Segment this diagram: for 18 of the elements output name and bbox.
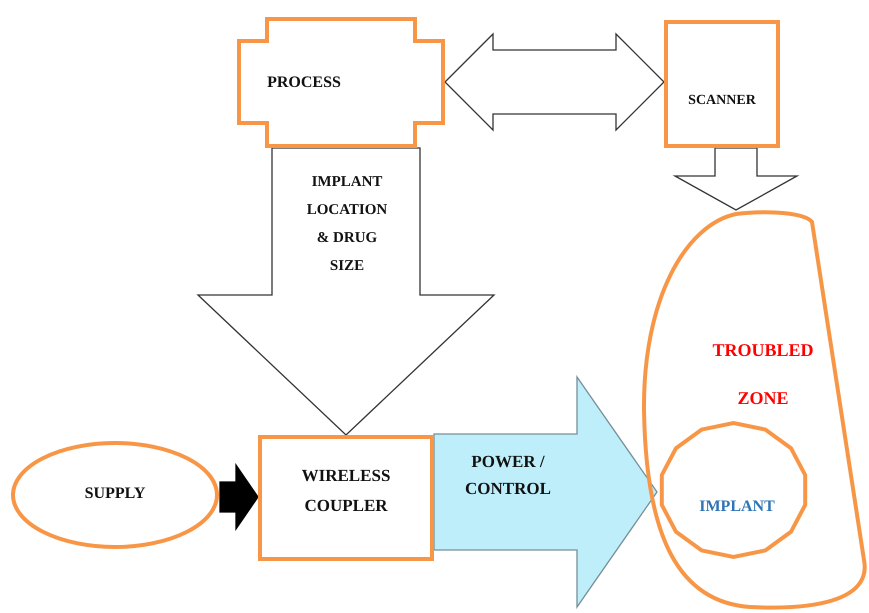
block-arrow bbox=[219, 462, 259, 532]
node-label: SCANNER bbox=[687, 92, 757, 110]
node-label: PROCESS bbox=[266, 73, 342, 93]
block-arrow bbox=[444, 32, 665, 132]
troubled-zone-outline bbox=[640, 210, 868, 612]
edge-label: IMPLANT LOCATION & DRUG SIZE bbox=[306, 173, 388, 276]
scanner-box bbox=[664, 20, 780, 148]
block-arrow bbox=[433, 374, 658, 610]
supply-ellipse bbox=[10, 440, 220, 550]
edge-label: POWER / CONTROL bbox=[464, 451, 552, 500]
process-box bbox=[237, 17, 445, 148]
block-arrow bbox=[196, 147, 496, 436]
node-label: WIRELESS COUPLER bbox=[300, 465, 392, 517]
node-label: IMPLANT bbox=[698, 497, 776, 517]
node-label: TROUBLED ZONE bbox=[711, 339, 815, 410]
coupler-box bbox=[258, 435, 434, 561]
node-label: SUPPLY bbox=[84, 484, 146, 504]
block-arrow bbox=[672, 147, 800, 211]
